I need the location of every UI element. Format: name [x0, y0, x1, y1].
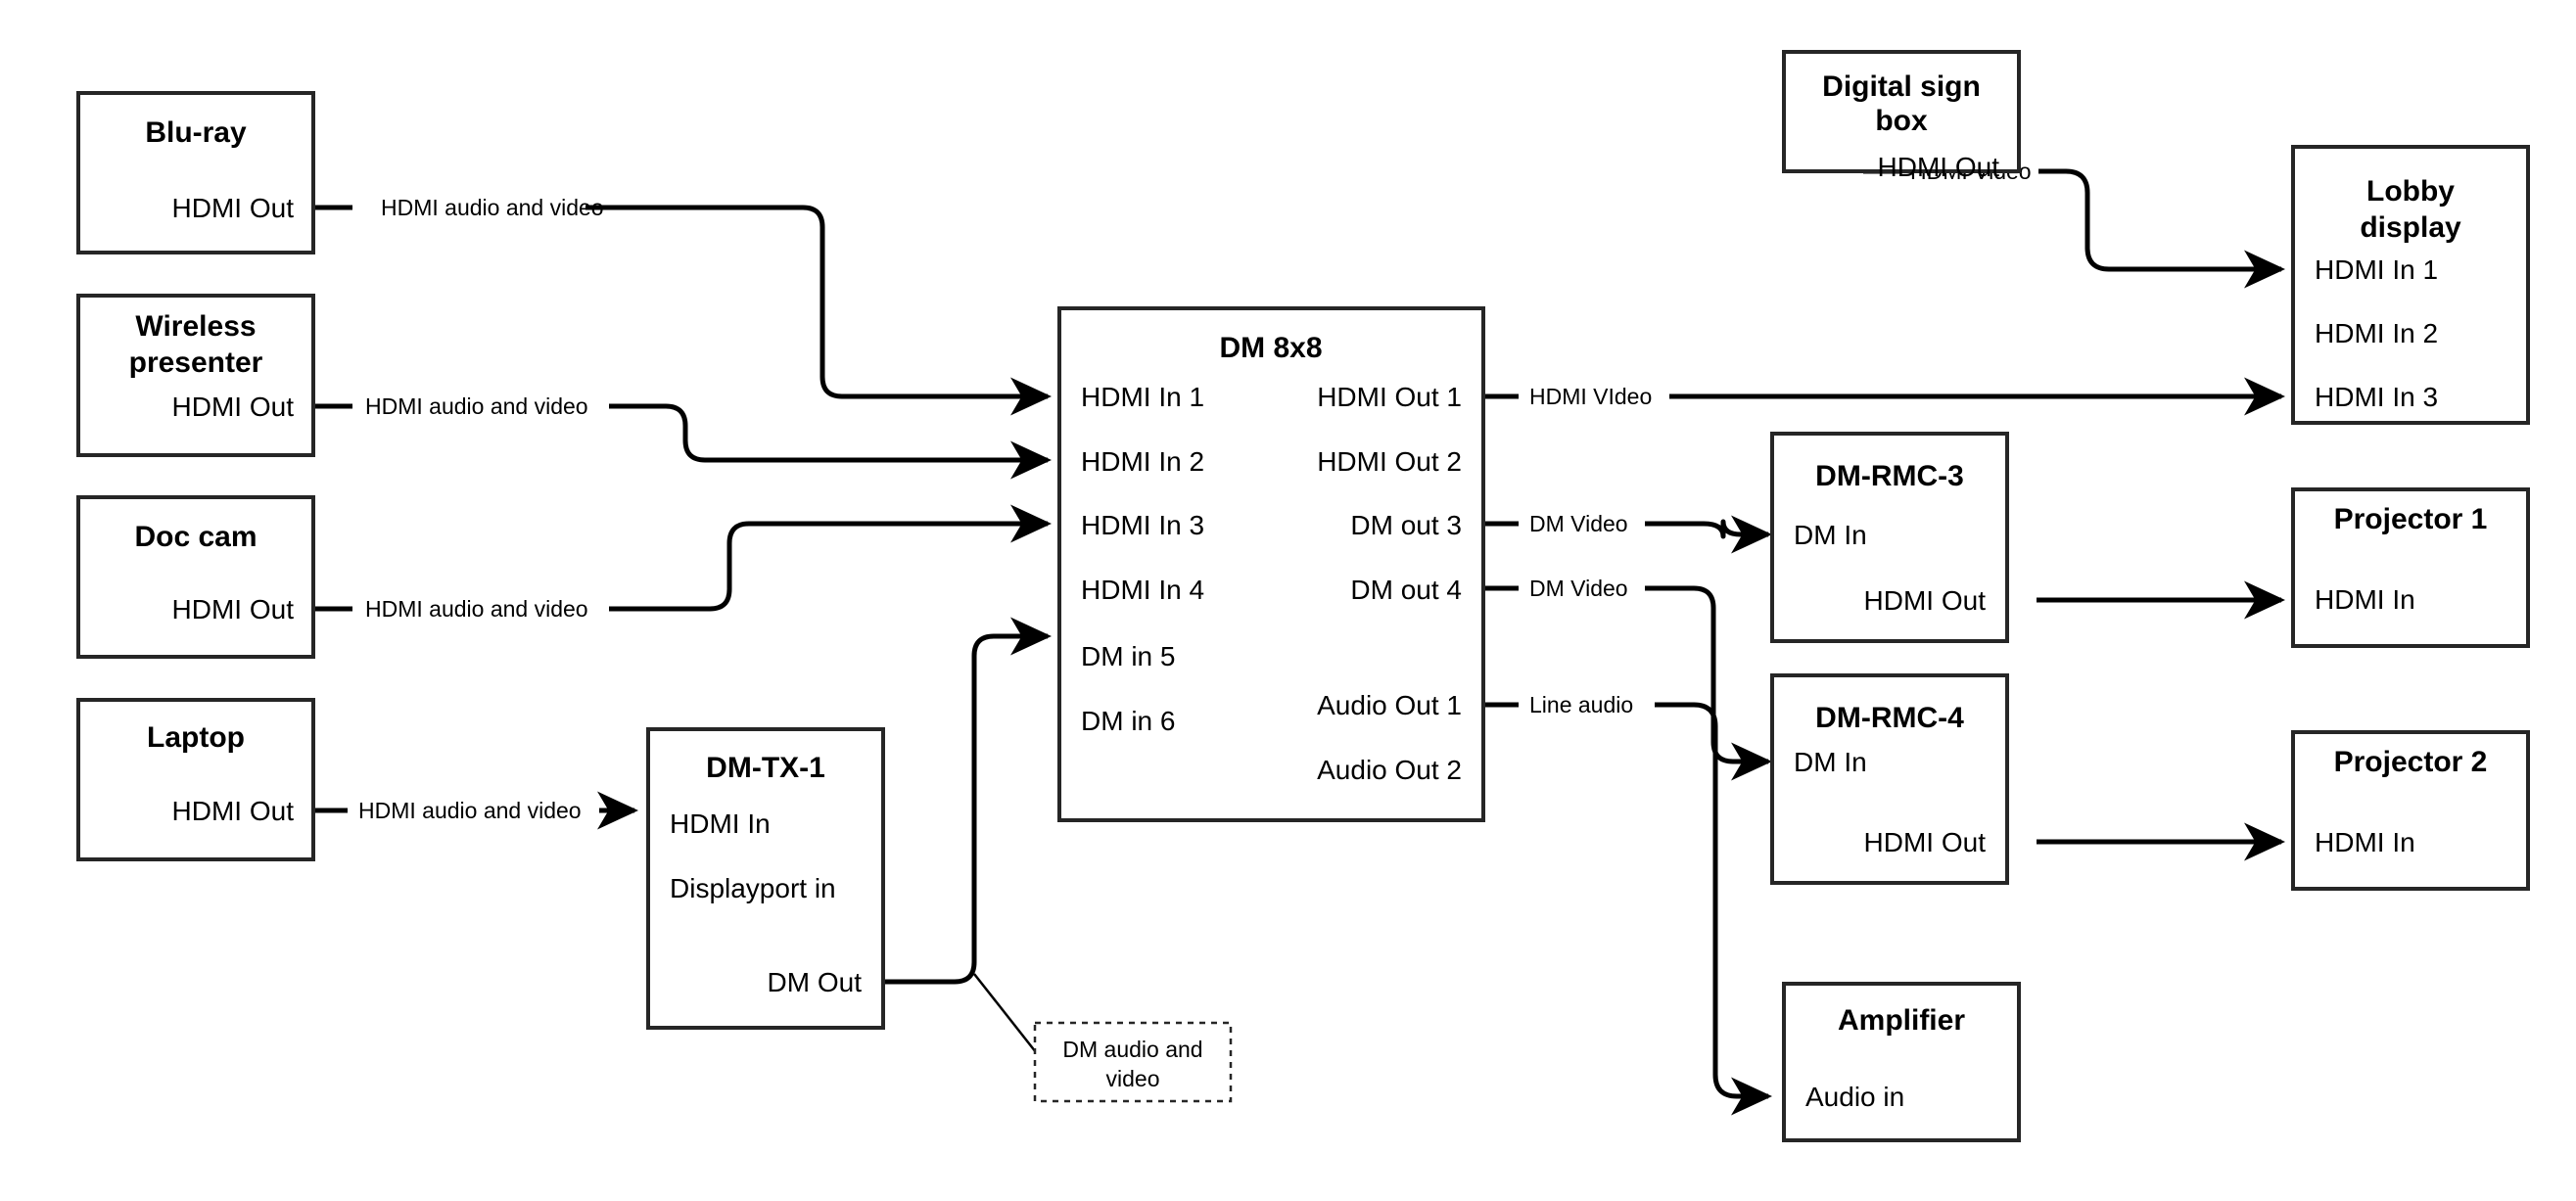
doccam-box — [76, 495, 315, 659]
lobbydisplay-port-hdmi-in-1[interactable]: HDMI In 1 — [2315, 254, 2438, 285]
dmtx1-box — [646, 727, 885, 1030]
dmrmc3-port-hdmi-out[interactable]: HDMI Out — [1864, 585, 1987, 616]
dm8x8-input-hdmi-in-1[interactable]: HDMI In 1 — [1081, 382, 1204, 412]
lobbydisplay-title-line2: display — [2360, 211, 2461, 244]
dmrmc4-port-dm-in[interactable]: DM In — [1794, 747, 1867, 777]
node-lobby-display[interactable]: Lobby display HDMI In 1 HDMI In 2 HDMI I… — [2291, 145, 2530, 425]
amplifier-title: Amplifier — [1838, 1004, 1965, 1037]
doccam-title: Doc cam — [134, 521, 257, 553]
projector2-port-hdmi-in[interactable]: HDMI In — [2315, 827, 2415, 857]
wireless-title-line1: Wireless — [135, 310, 256, 343]
edge-label-bluray-to-dm: HDMI audio and video — [381, 195, 604, 220]
link-wireless-to-dm8x8 — [313, 403, 1048, 460]
link-dmtx1-to-dm8x8 — [883, 617, 1053, 985]
edge-label-dm-out3-to-rmc3: DM Video — [1529, 511, 1628, 536]
bluray-box — [76, 91, 315, 254]
dmrmc4-title: DM-RMC-4 — [1815, 702, 1964, 734]
laptop-title: Laptop — [147, 721, 245, 754]
link-digitalsign-to-lobby — [1863, 168, 2281, 269]
dmtx1-port-displayport-in[interactable]: Displayport in — [670, 873, 836, 903]
dmtx1-port-dm-out[interactable]: DM Out — [768, 967, 863, 997]
lobbydisplay-title-line1: Lobby — [2366, 175, 2455, 208]
projector2-box — [2291, 730, 2530, 891]
node-dm-8x8[interactable]: DM 8x8 HDMI In 1 HDMI In 2 HDMI In 3 HDM… — [1057, 306, 1485, 822]
node-dm-rmc-3[interactable]: DM-RMC-3 DM In HDMI Out — [1770, 432, 2009, 643]
digitalsign-box — [1782, 50, 2021, 173]
digitalsign-port-hdmi-out[interactable]: HDMI Out — [1878, 152, 2000, 182]
node-projector-2[interactable]: Projector 2 HDMI In — [2291, 730, 2530, 891]
laptop-box — [76, 698, 315, 861]
callout-dm-audio-and-video: DM audio and video — [1033, 1021, 1233, 1103]
bluray-port-hdmi-out[interactable]: HDMI Out — [172, 193, 295, 223]
dm8x8-output-dm-out-3[interactable]: DM out 3 — [1350, 510, 1462, 540]
dm8x8-input-hdmi-in-3[interactable]: HDMI In 3 — [1081, 510, 1204, 540]
wireless-box — [76, 294, 315, 457]
doccam-port-hdmi-out[interactable]: HDMI Out — [172, 594, 295, 624]
node-dm-rmc-4[interactable]: DM-RMC-4 DM In HDMI Out — [1770, 673, 2009, 885]
node-bluray[interactable]: Blu-ray HDMI Out — [76, 91, 315, 254]
projector2-title: Projector 2 — [2334, 746, 2488, 778]
projector1-box — [2291, 487, 2530, 648]
digitalsign-title-line2: box — [1875, 105, 1928, 137]
dm8x8-input-dm-in-6[interactable]: DM in 6 — [1081, 706, 1175, 736]
dm8x8-output-dm-out-4[interactable]: DM out 4 — [1350, 575, 1462, 605]
edge-label-dm-out4-to-rmc4: DM Video — [1529, 576, 1628, 601]
dmrmc3-title: DM-RMC-3 — [1815, 460, 1964, 492]
dm8x8-input-dm-in-5[interactable]: DM in 5 — [1081, 641, 1175, 671]
dmrmc3-box — [1770, 432, 2009, 643]
callout-line2: video — [1106, 1066, 1160, 1091]
wireless-title-line2: presenter — [129, 346, 263, 379]
lobbydisplay-port-hdmi-in-3[interactable]: HDMI In 3 — [2315, 382, 2438, 412]
dm8x8-output-audio-out-1[interactable]: Audio Out 1 — [1317, 690, 1462, 720]
dm8x8-output-hdmi-out-1[interactable]: HDMI Out 1 — [1317, 382, 1462, 412]
node-digital-sign-box[interactable]: Digital sign box HDMI Out — [1782, 50, 2021, 182]
node-amplifier[interactable]: Amplifier Audio in — [1782, 982, 2021, 1142]
link-dm8x8-out4-to-rmc4 — [1483, 585, 1768, 762]
edge-label-audio-out1-to-amp: Line audio — [1529, 692, 1633, 717]
edge-label-dm-out1-to-lobby: HDMI VIdeo — [1529, 384, 1652, 409]
projector1-title: Projector 1 — [2334, 503, 2488, 535]
edge-label-laptop-to-dmtx1: HDMI audio and video — [358, 798, 582, 823]
amplifier-port-audio-in[interactable]: Audio in — [1805, 1082, 1904, 1112]
dm8x8-input-hdmi-in-4[interactable]: HDMI In 4 — [1081, 575, 1204, 605]
node-laptop[interactable]: Laptop HDMI Out — [76, 698, 315, 861]
dmtx1-port-hdmi-in[interactable]: HDMI In — [670, 808, 771, 839]
lobbydisplay-port-hdmi-in-2[interactable]: HDMI In 2 — [2315, 318, 2438, 348]
wireless-port-hdmi-out[interactable]: HDMI Out — [172, 392, 295, 422]
dmrmc4-box — [1770, 673, 2009, 885]
bluray-title: Blu-ray — [145, 116, 247, 149]
dm8x8-title: DM 8x8 — [1219, 332, 1322, 364]
dm8x8-output-hdmi-out-2[interactable]: HDMI Out 2 — [1317, 446, 1462, 477]
node-projector-1[interactable]: Projector 1 HDMI In — [2291, 487, 2530, 648]
amplifier-box — [1782, 982, 2021, 1142]
link-dm8x8-out3-to-rmc3 — [1483, 522, 1768, 536]
dm8x8-output-audio-out-2[interactable]: Audio Out 2 — [1317, 755, 1462, 785]
laptop-port-hdmi-out[interactable]: HDMI Out — [172, 796, 295, 826]
node-doc-cam[interactable]: Doc cam HDMI Out — [76, 495, 315, 659]
node-wireless-presenter[interactable]: Wireless presenter HDMI Out — [76, 294, 315, 457]
edge-label-doccam-to-dm: HDMI audio and video — [365, 596, 588, 622]
dmrmc3-port-dm-in[interactable]: DM In — [1794, 520, 1867, 550]
dmtx1-title: DM-TX-1 — [706, 752, 825, 784]
link-dm8x8-audio1-to-amplifier — [1483, 702, 1768, 1096]
dmrmc4-port-hdmi-out[interactable]: HDMI Out — [1864, 827, 1987, 857]
lobbydisplay-box — [2291, 145, 2530, 425]
callout-box — [1033, 1021, 1233, 1103]
digitalsign-title-line1: Digital sign — [1822, 70, 1981, 103]
projector1-port-hdmi-in[interactable]: HDMI In — [2315, 584, 2415, 615]
link-doccam-to-dm8x8 — [313, 524, 1048, 612]
dm8x8-input-hdmi-in-2[interactable]: HDMI In 2 — [1081, 446, 1204, 477]
callout-line1: DM audio and — [1062, 1037, 1202, 1062]
link-bluray-to-dm8x8 — [313, 205, 1048, 396]
dm8x8-box — [1057, 306, 1485, 822]
callout-leader-line — [973, 973, 1037, 1053]
edge-label-wireless-to-dm: HDMI audio and video — [365, 393, 588, 419]
node-dm-tx-1[interactable]: DM-TX-1 HDMI In Displayport in DM Out — [646, 727, 885, 1030]
